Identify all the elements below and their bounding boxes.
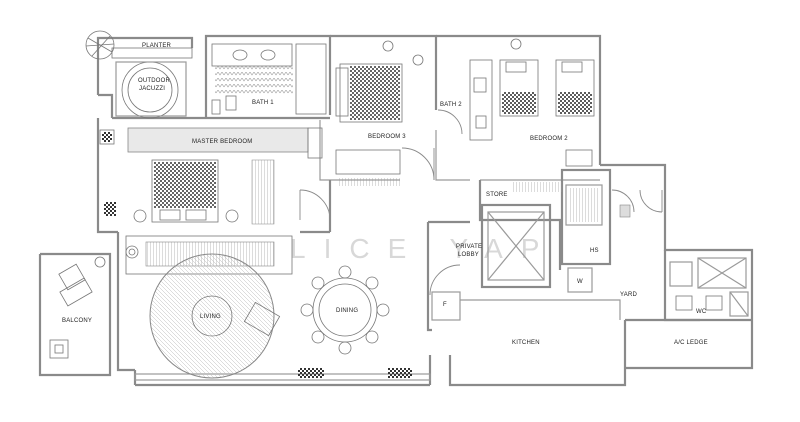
label-private-lobby-2: LOBBY (458, 252, 479, 258)
label-jacuzzi-1: OUTDOOR (138, 78, 171, 84)
label-master-bedroom: MASTER BEDROOM (192, 139, 252, 145)
label-bath1: BATH 1 (252, 100, 274, 106)
label-kitchen: KITCHEN (512, 340, 540, 346)
room-labels: PLANTER OUTDOOR JACUZZI BATH 1 MASTER BE… (62, 43, 708, 346)
bath2-fixtures (469, 59, 493, 141)
living-furniture (125, 235, 293, 379)
label-private-lobby-1: PRIVATE (456, 244, 482, 250)
bath1-fixtures (211, 43, 327, 115)
label-bedroom3: BEDROOM 3 (368, 134, 406, 140)
label-yard: YARD (620, 292, 637, 298)
label-jacuzzi-2: JACUZZI (139, 86, 165, 92)
label-planter: PLANTER (142, 43, 172, 49)
planter-jacuzzi (85, 30, 193, 119)
label-dining: DINING (336, 308, 358, 314)
master-bedroom-furniture (99, 127, 323, 225)
balcony-furniture (49, 256, 106, 359)
walls (38, 34, 754, 387)
label-hs: HS (590, 248, 599, 254)
watermark: LICE YAP (290, 233, 557, 264)
label-wc: WC (696, 309, 707, 315)
dining-furniture (300, 265, 390, 355)
label-f: F (443, 302, 447, 308)
label-bath2: BATH 2 (440, 102, 462, 108)
bedroom2-furniture (499, 38, 595, 192)
label-living: LIVING (200, 314, 221, 320)
doors (299, 109, 663, 296)
label-balcony: BALCONY (62, 318, 92, 324)
label-ac-ledge: A/C LEDGE (674, 340, 708, 346)
label-bedroom2: BEDROOM 2 (530, 136, 568, 142)
bedroom3-furniture (335, 40, 424, 186)
label-store: STORE (486, 192, 508, 198)
label-w: W (577, 279, 583, 285)
